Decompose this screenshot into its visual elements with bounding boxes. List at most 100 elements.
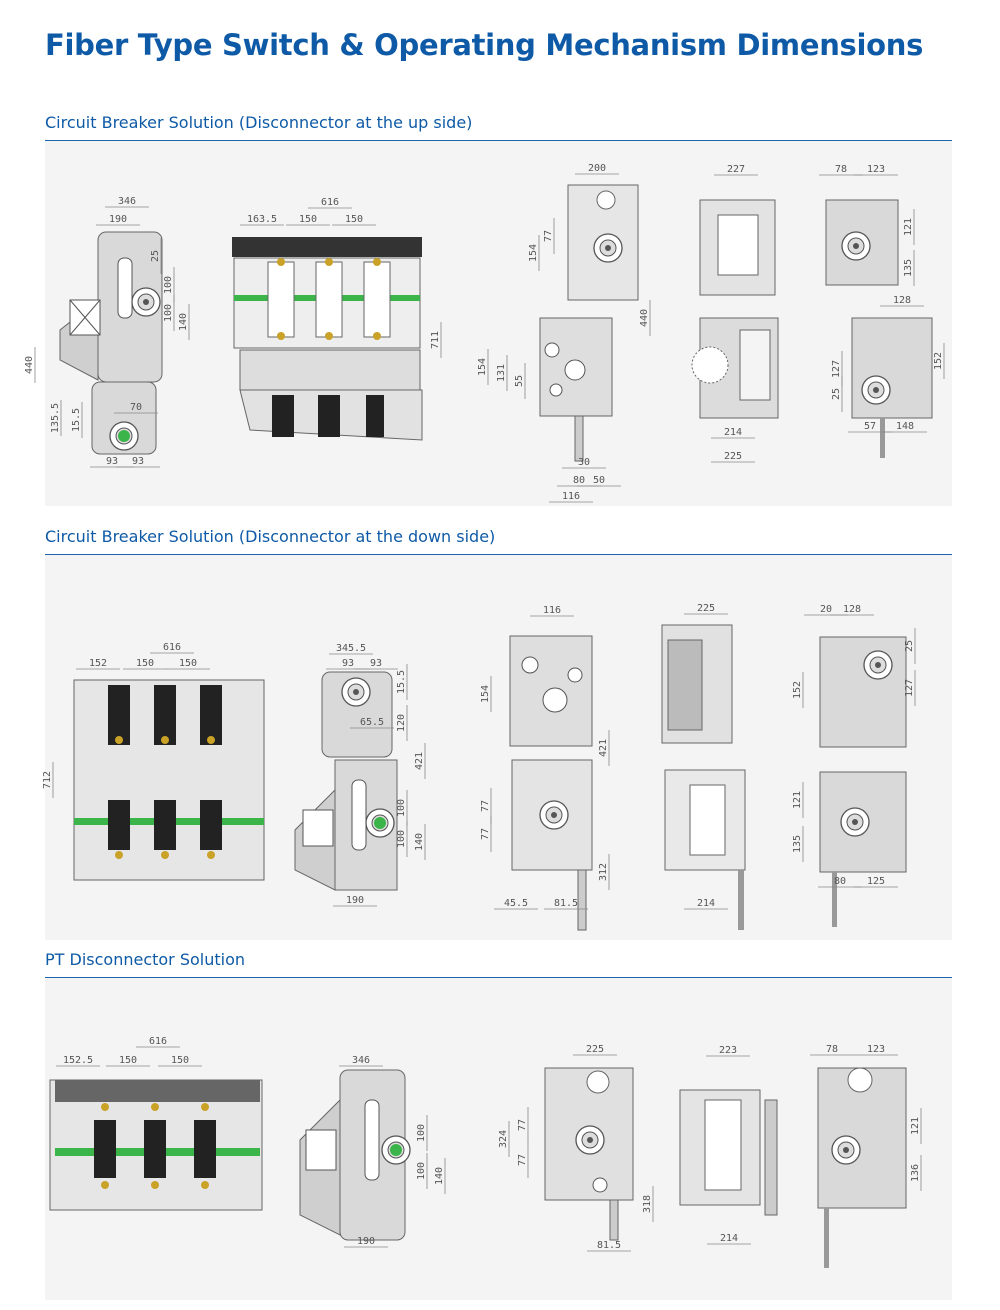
- drawing-mechanism-end-3: [817, 1067, 907, 1268]
- drawing-handle-panel-2: [294, 671, 398, 891]
- dimension-label: 77: [517, 1119, 528, 1131]
- dimension-label: 140: [434, 1167, 445, 1185]
- drawing-mechanism-side-3: [544, 1067, 634, 1241]
- dimension-label: 227: [727, 164, 745, 175]
- dimension-label: 148: [896, 421, 914, 432]
- dimension-label: 324: [498, 1130, 509, 1148]
- dimension-label: 15.5: [396, 670, 407, 694]
- dimension-label: 163.5: [247, 214, 277, 225]
- page-title: Fiber Type Switch & Operating Mechanism …: [45, 28, 924, 62]
- dimension-label: 200: [588, 163, 606, 174]
- drawing-mechanism-side-1: [539, 184, 639, 462]
- dimension-label: 77: [517, 1154, 528, 1166]
- dimension-label: 131: [496, 364, 507, 382]
- dimension-label: 712: [42, 771, 53, 789]
- dimension-label: 154: [528, 244, 539, 262]
- section-rule: [45, 554, 952, 555]
- dimension-label: 127: [904, 679, 915, 697]
- drawing-switch-front-3: [49, 1079, 263, 1211]
- dimension-label: 25: [831, 388, 842, 400]
- dimension-label: 65.5: [360, 717, 384, 728]
- dimension-label: 81.5: [597, 1240, 621, 1251]
- drawing-mechanism-end-1: [825, 199, 933, 458]
- dimension-label: 100: [396, 799, 407, 817]
- dimension-label: 123: [867, 164, 885, 175]
- dimension-label: 346: [352, 1055, 370, 1066]
- dimension-label: 150: [119, 1055, 137, 1066]
- dimension-label: 421: [598, 739, 609, 757]
- dimension-label: 150: [345, 214, 363, 225]
- dimension-label: 616: [163, 642, 181, 653]
- dimension-label: 154: [480, 685, 491, 703]
- dimension-label: 214: [724, 427, 742, 438]
- dimension-label: 152: [89, 658, 107, 669]
- drawing-mechanism-top-3: [679, 1089, 778, 1216]
- dimension-label: 214: [720, 1233, 738, 1244]
- dimension-label: 140: [414, 833, 425, 851]
- dimension-label: 116: [562, 491, 580, 502]
- dimension-label: 150: [179, 658, 197, 669]
- dimension-label: 93: [106, 456, 118, 467]
- dimension-label: 100: [163, 276, 174, 294]
- dimension-label: 128: [843, 604, 861, 615]
- dimension-label: 135: [903, 259, 914, 277]
- dimension-label: 121: [792, 791, 803, 809]
- drawing-handle-panel-1: [59, 231, 163, 455]
- dimension-label: 152.5: [63, 1055, 93, 1066]
- dimension-label: 20: [820, 604, 832, 615]
- dimension-label: 616: [149, 1036, 167, 1047]
- dimension-label: 152: [933, 352, 944, 370]
- dimension-label: 616: [321, 197, 339, 208]
- dimension-label: 55: [514, 375, 525, 387]
- dimension-label: 225: [724, 451, 742, 462]
- dimension-label: 121: [903, 218, 914, 236]
- drawing-panel-cb-up: [45, 141, 952, 506]
- dimension-label: 100: [416, 1124, 427, 1142]
- dimension-label: 77: [543, 230, 554, 242]
- drawing-mechanism-top-1: [691, 199, 779, 419]
- dimension-label: 312: [598, 863, 609, 881]
- dimension-label: 150: [299, 214, 317, 225]
- dimension-label: 77: [480, 800, 491, 812]
- dimension-label: 127: [831, 360, 842, 378]
- dimension-label: 421: [414, 752, 425, 770]
- drawing-handle-panel-3: [299, 1069, 411, 1241]
- section-rule: [45, 977, 952, 978]
- dimension-label: 711: [430, 331, 441, 349]
- drawing-mechanism-top-2: [661, 624, 746, 930]
- dimension-label: 152: [792, 681, 803, 699]
- dimension-label: 225: [586, 1044, 604, 1055]
- dimension-label: 346: [118, 196, 136, 207]
- dimension-label: 135: [792, 835, 803, 853]
- dimension-label: 100: [396, 830, 407, 848]
- section-title-pt: PT Disconnector Solution: [45, 950, 246, 969]
- dimension-label: 25: [904, 640, 915, 652]
- dimension-label: 128: [893, 295, 911, 306]
- dimension-label: 80: [573, 475, 585, 486]
- drawing-switch-front-2: [73, 679, 265, 881]
- dimension-label: 78: [835, 164, 847, 175]
- dimension-label: 225: [697, 603, 715, 614]
- dimension-label: 100: [163, 304, 174, 322]
- drawing-mechanism-side-2: [509, 635, 593, 931]
- dimension-label: 150: [171, 1055, 189, 1066]
- dimension-label: 25: [150, 250, 161, 262]
- dimension-label: 93: [132, 456, 144, 467]
- dimension-label: 150: [136, 658, 154, 669]
- dimension-label: 30: [578, 457, 590, 468]
- section-title-cb-up: Circuit Breaker Solution (Disconnector a…: [45, 113, 473, 132]
- dimension-label: 135.5: [50, 403, 61, 433]
- dimension-label: 140: [178, 313, 189, 331]
- drawing-switch-front-1: [232, 237, 423, 441]
- dimension-label: 57: [864, 421, 876, 432]
- dimension-label: 116: [543, 605, 561, 616]
- dimension-label: 125: [867, 876, 885, 887]
- dimension-label: 120: [396, 714, 407, 732]
- dimension-label: 440: [639, 309, 650, 327]
- dimension-label: 93: [370, 658, 382, 669]
- dimension-label: 45.5: [504, 898, 528, 909]
- dimension-label: 100: [416, 1162, 427, 1180]
- dimension-label: 78: [826, 1044, 838, 1055]
- dimension-label: 223: [719, 1045, 737, 1056]
